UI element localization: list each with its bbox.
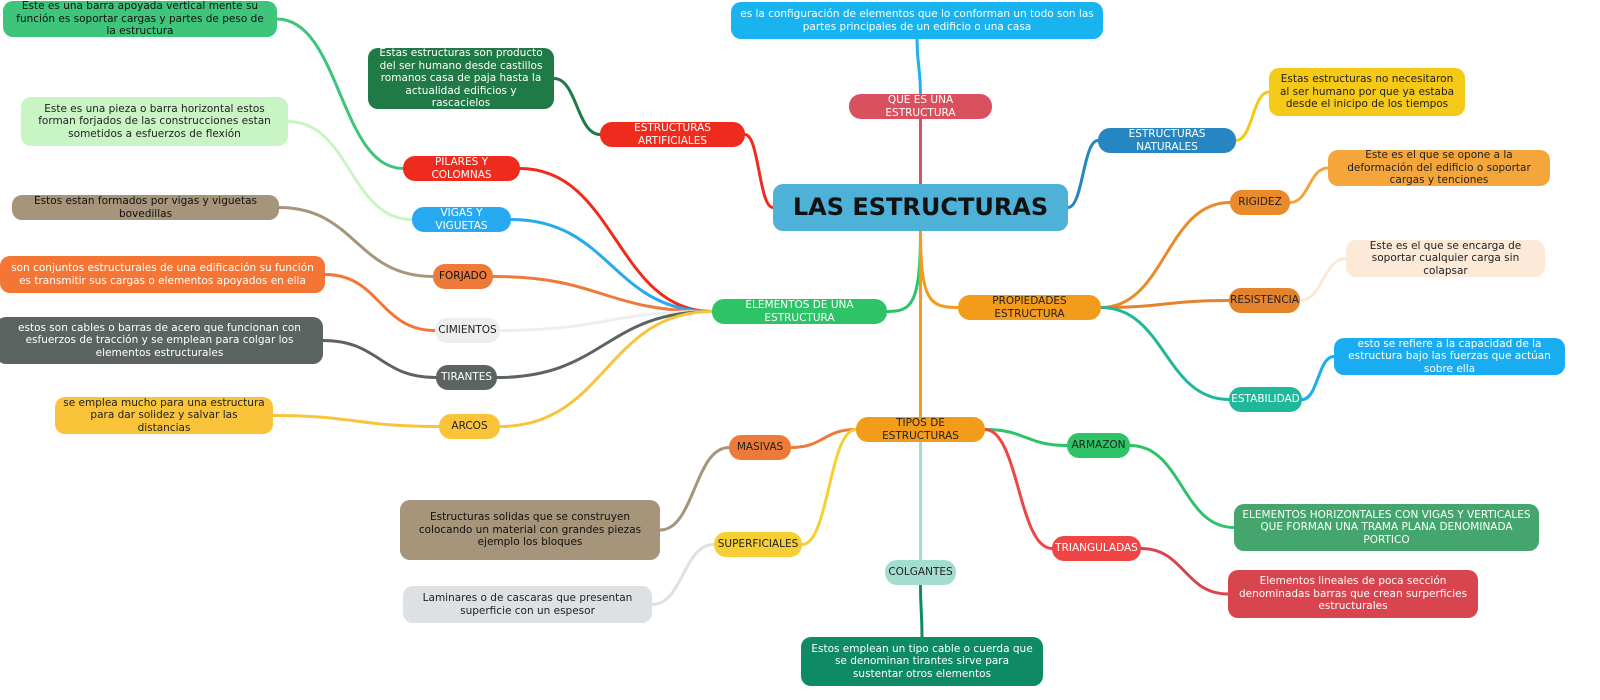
subtopic-vigas-y-viguetas[interactable]: VIGAS Y VIGUETAS <box>412 207 511 232</box>
connector-artificiales-artificiales_def <box>552 77 602 136</box>
note-naturales-definition[interactable]: Estas estructuras no necesitaron al ser … <box>1269 68 1465 116</box>
connector-root-elementos <box>885 229 922 313</box>
connector-naturales-naturales_def <box>1234 90 1271 142</box>
subtopic-resistencia[interactable]: RESISTENCIA <box>1229 288 1300 313</box>
connector-trianguladas-trianguladas_def <box>1139 547 1230 596</box>
connector-root-artificiales <box>743 133 775 209</box>
connector-elementos-vigas <box>509 218 714 313</box>
connector-arcos-arcos_def <box>271 414 441 428</box>
topic-elementos-de-una-estructura[interactable]: ELEMENTOS DE UNA ESTRUCTURA <box>712 299 887 324</box>
note-forjado-definition[interactable]: Estos estan formados por vigas y vigueta… <box>12 195 279 220</box>
subtopic-forjado[interactable]: FORJADO <box>433 264 493 289</box>
topic-estructuras-artificiales[interactable]: ESTRUCTURAS ARTIFICIALES <box>600 122 745 147</box>
note-rigidez-definition[interactable]: Este es el que se opone a la deformación… <box>1328 150 1550 186</box>
note-armazon-definition[interactable]: ELEMENTOS HORIZONTALES CON VIGAS Y VERTI… <box>1234 504 1539 551</box>
root-topic[interactable]: LAS ESTRUCTURAS <box>773 184 1068 231</box>
subtopic-rigidez[interactable]: RIGIDEZ <box>1230 190 1290 215</box>
subtopic-masivas[interactable]: MASIVAS <box>729 435 791 460</box>
subtopic-tirantes[interactable]: TIRANTES <box>436 365 497 390</box>
note-artificiales-definition[interactable]: Estas estructuras son producto del ser h… <box>368 48 554 109</box>
subtopic-trianguladas[interactable]: TRIANGULADAS <box>1052 536 1141 561</box>
connector-propiedades-resistencia <box>1099 299 1231 309</box>
connector-resistencia-resistencia_def <box>1298 257 1348 302</box>
note-que-es-definition[interactable]: es la configuración de elementos que lo … <box>731 2 1103 39</box>
connector-elementos-cimientos <box>498 310 714 332</box>
connector-tirantes-tirantes_def <box>321 339 438 379</box>
note-trianguladas-definition[interactable]: Elementos lineales de poca sección denom… <box>1228 570 1478 618</box>
connector-masivas-masivas_def <box>658 446 731 532</box>
topic-estructuras-naturales[interactable]: ESTRUCTURAS NATURALES <box>1098 128 1236 153</box>
connector-armazon-armazon_def <box>1128 444 1236 529</box>
subtopic-estabilidad[interactable]: ESTABILIDAD <box>1229 387 1302 412</box>
connector-root-propiedades <box>919 229 960 309</box>
connector-forjado-forjado_def <box>277 206 435 278</box>
topic-que-es-una-estructura[interactable]: QUE ES UNA ESTRUCTURA <box>849 94 992 119</box>
subtopic-arcos[interactable]: ARCOS <box>439 414 500 439</box>
subtopic-armazon[interactable]: ARMAZON <box>1067 433 1130 458</box>
note-estabilidad-definition[interactable]: esto se refiere a la capacidad de la est… <box>1334 338 1565 375</box>
connector-superficiales-superficiales_def <box>650 543 716 606</box>
connector-root-naturales <box>1066 139 1100 209</box>
connector-que_es-que_es_def <box>915 37 922 96</box>
connector-tipos-trianguladas <box>983 428 1054 550</box>
connector-tipos-superficiales <box>800 428 858 546</box>
connector-elementos-forjado <box>491 275 714 313</box>
connector-tipos-armazon <box>983 428 1069 447</box>
connector-colgantes-colgantes_def <box>919 583 924 639</box>
note-arcos-definition[interactable]: se emplea mucho para una estructura para… <box>55 397 273 434</box>
connector-tipos-masivas <box>789 428 858 449</box>
connector-cimientos-cimientos_def <box>323 273 437 332</box>
connector-elementos-arcos <box>498 310 714 428</box>
connector-estabilidad-estabilidad_def <box>1300 355 1336 401</box>
note-resistencia-definition[interactable]: Este es el que se encarga de soportar cu… <box>1346 240 1545 277</box>
connector-pilares-pilares_def <box>275 17 405 170</box>
connector-elementos-tirantes <box>495 310 714 379</box>
note-masivas-definition[interactable]: Estructuras solidas que se construyen co… <box>400 500 660 560</box>
note-colgantes-definition[interactable]: Estos emplean un tipo cable o cuerda que… <box>801 637 1043 686</box>
note-superficiales-definition[interactable]: Laminares o de cascaras que presentan su… <box>403 586 652 623</box>
topic-propiedades-estructura[interactable]: PROPIEDADES ESTRUCTURA <box>958 295 1101 320</box>
connector-propiedades-estabilidad <box>1099 306 1231 401</box>
note-vigas-definition[interactable]: Este es una pieza o barra horizontal est… <box>21 97 288 146</box>
topic-tipos-de-estructuras[interactable]: TIPOS DE ESTRUCTURAS <box>856 417 985 442</box>
subtopic-superficiales[interactable]: SUPERFICIALES <box>714 532 802 557</box>
note-pilares-definition[interactable]: Este es una barra apoyada vertical mente… <box>3 1 277 37</box>
connector-propiedades-rigidez <box>1099 201 1232 309</box>
subtopic-pilares-y-colomnas[interactable]: PILARES Y COLOMNAS <box>403 156 520 181</box>
connector-elementos-pilares <box>518 167 714 313</box>
connector-vigas-vigas_def <box>286 120 414 221</box>
connector-rigidez-rigidez_def <box>1288 166 1330 204</box>
note-tirantes-definition[interactable]: estos son cables o barras de acero que f… <box>0 317 323 364</box>
subtopic-colgantes[interactable]: COLGANTES <box>885 560 956 585</box>
subtopic-cimientos[interactable]: CIMIENTOS <box>435 318 500 343</box>
note-cimientos-definition[interactable]: son conjuntos estructurales de una edifi… <box>0 256 325 293</box>
